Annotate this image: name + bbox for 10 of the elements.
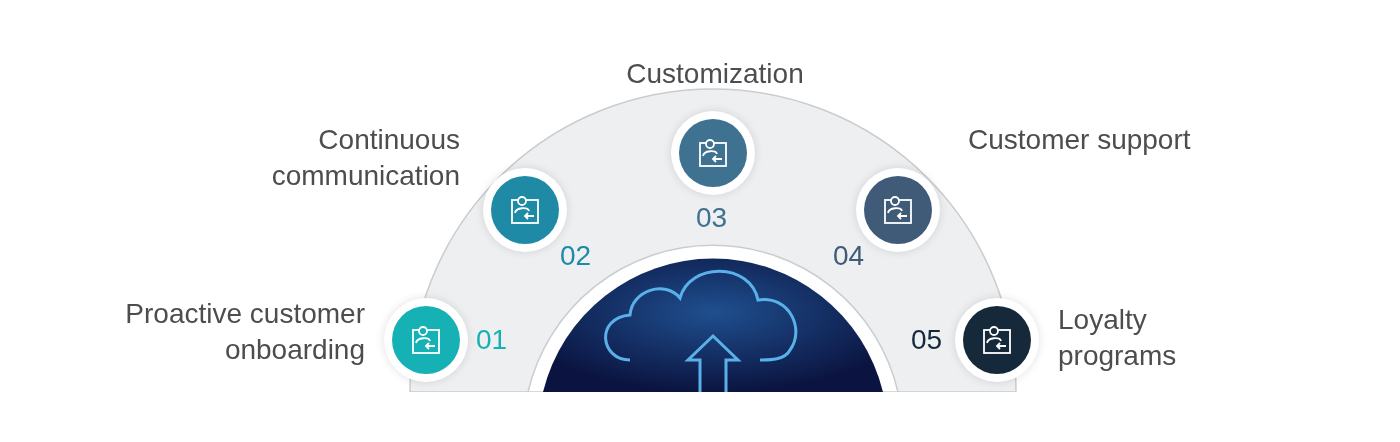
step-number: 01 bbox=[476, 323, 508, 357]
step-label: Proactive customer onboarding bbox=[124, 297, 365, 367]
step-label: Continuous communication bbox=[270, 123, 460, 193]
step-number: 04 bbox=[833, 239, 865, 273]
step-label: Customization bbox=[625, 57, 805, 91]
step-label: Loyalty programs bbox=[1058, 303, 1178, 373]
step-label: Customer support bbox=[968, 123, 1192, 157]
step-number: 02 bbox=[560, 239, 592, 273]
step-number: 03 bbox=[696, 201, 728, 235]
step-number: 05 bbox=[911, 323, 943, 357]
